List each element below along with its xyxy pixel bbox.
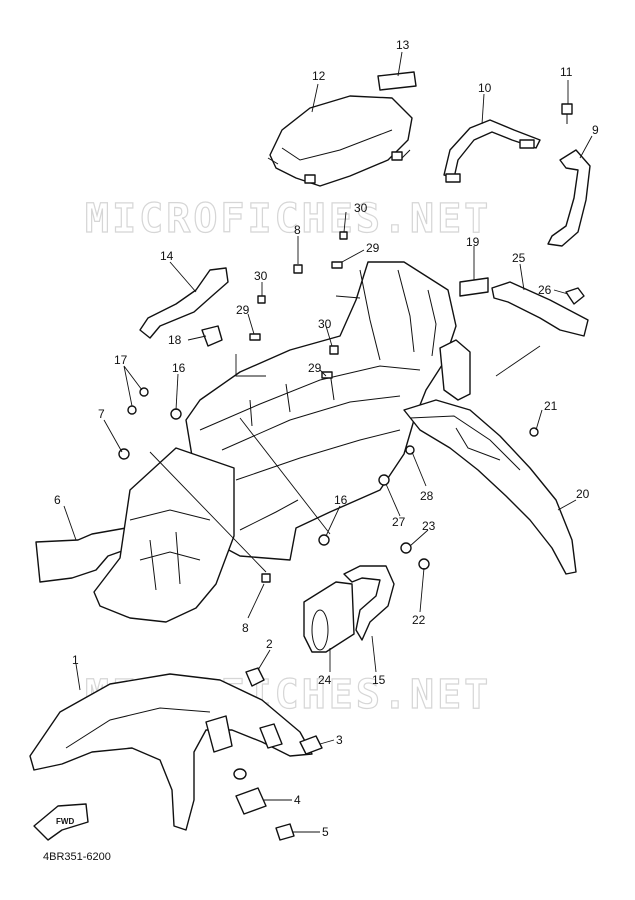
fastener-7 — [118, 448, 130, 460]
part-10-grab-bar — [443, 119, 541, 183]
fastener-8-low — [261, 573, 271, 583]
part-5-bolt — [275, 823, 295, 841]
fastener-29-top — [331, 261, 343, 269]
watermark-top: MICROFICHES.NET — [85, 196, 491, 242]
part-13-label — [377, 71, 417, 91]
callout-3: 3 — [336, 733, 343, 747]
callout-labels: 13 12 10 11 9 30 8 29 19 25 26 14 30 29 … — [54, 38, 599, 839]
callout-30-top: 30 — [354, 201, 368, 215]
part-18-clip — [201, 325, 223, 347]
lower-tray — [93, 447, 235, 623]
part-25-plate — [491, 281, 589, 337]
callout-16-low: 16 — [334, 493, 348, 507]
callout-30-low: 30 — [318, 317, 332, 331]
callout-23: 23 — [422, 519, 436, 533]
fastener-21 — [529, 427, 539, 437]
callout-11: 11 — [560, 65, 573, 79]
callout-4: 4 — [294, 793, 301, 807]
fastener-29-mid — [249, 333, 261, 341]
callout-10: 10 — [478, 81, 492, 95]
callout-9: 9 — [592, 123, 599, 137]
part-24-cover — [303, 581, 355, 653]
callout-16-top: 16 — [172, 361, 186, 375]
fastener-30-low — [329, 345, 339, 355]
callout-26: 26 — [538, 283, 552, 297]
fastener-17b — [127, 405, 137, 415]
callout-27: 27 — [392, 515, 406, 529]
part-9-bracket — [547, 149, 591, 247]
callout-18: 18 — [168, 333, 182, 347]
callout-8-top: 8 — [294, 223, 301, 237]
callout-21: 21 — [544, 399, 558, 413]
part-3-grommet — [299, 735, 323, 755]
callout-17: 17 — [114, 353, 128, 367]
part-1-front-fender — [29, 673, 313, 831]
callout-29-mid: 29 — [236, 303, 250, 317]
part-20-rear-fender — [403, 339, 577, 575]
fastener-16-top — [170, 408, 182, 420]
callout-13: 13 — [396, 38, 410, 52]
callout-29-top: 29 — [366, 241, 380, 255]
callout-8-low: 8 — [242, 621, 249, 635]
callout-20: 20 — [576, 487, 590, 501]
callout-28: 28 — [420, 489, 434, 503]
callout-1: 1 — [72, 653, 79, 667]
fastener-29-low — [321, 371, 333, 379]
part-19-pad — [459, 277, 489, 297]
fastener-30-top — [339, 231, 348, 240]
fasteners — [118, 231, 539, 583]
callout-2: 2 — [266, 637, 273, 651]
diagram-code: 4BR351-6200 — [43, 851, 111, 863]
part-26-bolt — [565, 287, 585, 305]
fastener-27 — [378, 474, 390, 486]
part-12-cover — [267, 95, 413, 187]
part-15-strap — [343, 565, 395, 641]
callout-19: 19 — [466, 235, 480, 249]
part-4-bracket — [233, 768, 267, 815]
callout-6: 6 — [54, 493, 61, 507]
callout-29-low: 29 — [308, 361, 322, 375]
callout-30-mid: 30 — [254, 269, 268, 283]
callout-7: 7 — [98, 407, 105, 421]
part-14-bracket — [139, 267, 229, 339]
forward-label: FWD — [56, 817, 74, 826]
callout-15: 15 — [372, 673, 386, 687]
fastener-30-mid — [257, 295, 266, 304]
callout-22: 22 — [412, 613, 426, 627]
fastener-16-low — [318, 534, 330, 546]
callout-5: 5 — [322, 825, 329, 839]
forward-arrow-icon: FWD — [33, 803, 89, 841]
callout-24: 24 — [318, 673, 332, 687]
fastener-8-top — [293, 264, 303, 274]
part-2-bolt — [245, 667, 265, 687]
callout-25: 25 — [512, 251, 526, 265]
fastener-22 — [418, 558, 430, 570]
callout-12: 12 — [312, 69, 326, 83]
callout-14: 14 — [160, 249, 174, 263]
rear-inner-fender — [185, 261, 457, 561]
leader-lines — [63, 51, 593, 833]
fastener-23 — [400, 542, 412, 554]
part-11-bolt — [561, 103, 573, 124]
